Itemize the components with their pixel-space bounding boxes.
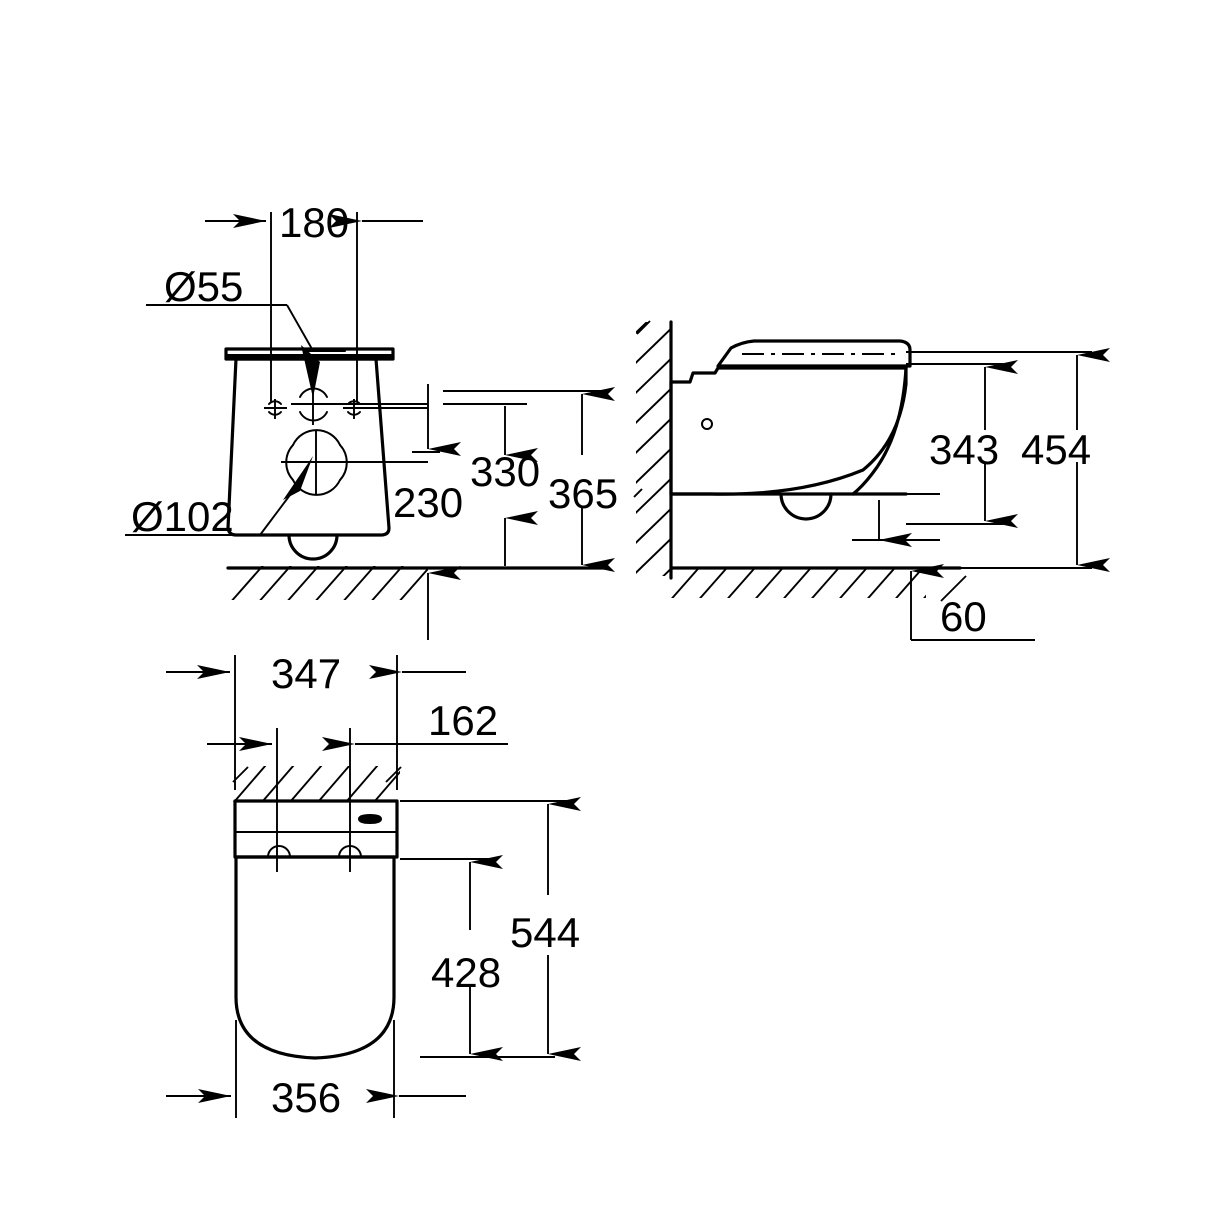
dimension-454: 454 <box>906 348 1110 572</box>
plan-bowl-outline <box>234 855 396 1060</box>
plan-wall-hatch <box>232 766 402 802</box>
dimension-label-180: 180 <box>279 199 349 246</box>
front-view-group: 180 Ø55 Ø102 <box>125 199 618 640</box>
dimension-544: 544 <box>400 797 581 1061</box>
side-bolt-hole <box>701 418 713 430</box>
front-bolt-hole-left <box>264 399 287 419</box>
side-wall-hatch <box>636 322 672 576</box>
front-bottom-notch <box>287 533 339 561</box>
leader-dia55: Ø55 <box>146 263 320 398</box>
dimension-60: 60 <box>910 564 1035 641</box>
dimension-label-330: 330 <box>470 448 540 495</box>
dimension-330: 330 <box>443 403 540 566</box>
dimension-label-162: 162 <box>428 697 498 744</box>
dimension-label-365: 365 <box>548 470 618 517</box>
dimension-label-60: 60 <box>940 593 987 640</box>
plan-bolt-hole-left <box>267 845 291 858</box>
plan-bolt-hole-right <box>338 845 362 858</box>
dimension-162: 162 <box>207 697 508 872</box>
side-trap-bulge <box>779 492 833 521</box>
side-pan-top-step <box>669 366 908 384</box>
dimension-label-428: 428 <box>431 949 501 996</box>
side-floor-hatch-outer <box>940 575 967 602</box>
dimension-180: 180 <box>205 199 423 402</box>
dimension-label-343: 343 <box>929 426 999 473</box>
dimension-428: 428 <box>400 855 555 1061</box>
plan-wall-band <box>233 799 399 859</box>
side-seat-lid <box>716 339 912 368</box>
dimension-label-454: 454 <box>1021 426 1091 473</box>
dimension-label-347: 347 <box>271 650 341 697</box>
dimension-label-544: 544 <box>510 909 580 956</box>
leader-dia102: Ø102 <box>125 456 313 540</box>
dimension-label-dia102: Ø102 <box>131 493 234 540</box>
front-rim-fill <box>226 354 393 360</box>
dimension-365: 365 <box>443 387 618 572</box>
dimension-356: 356 <box>166 1020 466 1121</box>
front-floor <box>226 566 606 600</box>
dimension-343: 343 <box>906 360 1018 528</box>
dimension-230: 230 <box>393 384 463 640</box>
plan-view-group: 347 162 <box>166 650 581 1121</box>
front-pan-body-outline <box>226 357 391 537</box>
dimension-label-dia55: Ø55 <box>164 263 243 310</box>
plan-flush-slot <box>358 814 382 824</box>
side-wall-hatch-outer <box>633 320 651 498</box>
front-hole-dia102 <box>281 429 428 496</box>
side-pan-front-curve <box>851 366 908 496</box>
dimension-label-230: 230 <box>393 479 463 526</box>
side-view-group: 343 454 60 <box>633 320 1110 641</box>
side-floor <box>669 566 967 602</box>
dimension-347: 347 <box>166 650 466 790</box>
dimension-label-356: 356 <box>271 1074 341 1121</box>
front-bolt-hole-right <box>343 399 428 419</box>
